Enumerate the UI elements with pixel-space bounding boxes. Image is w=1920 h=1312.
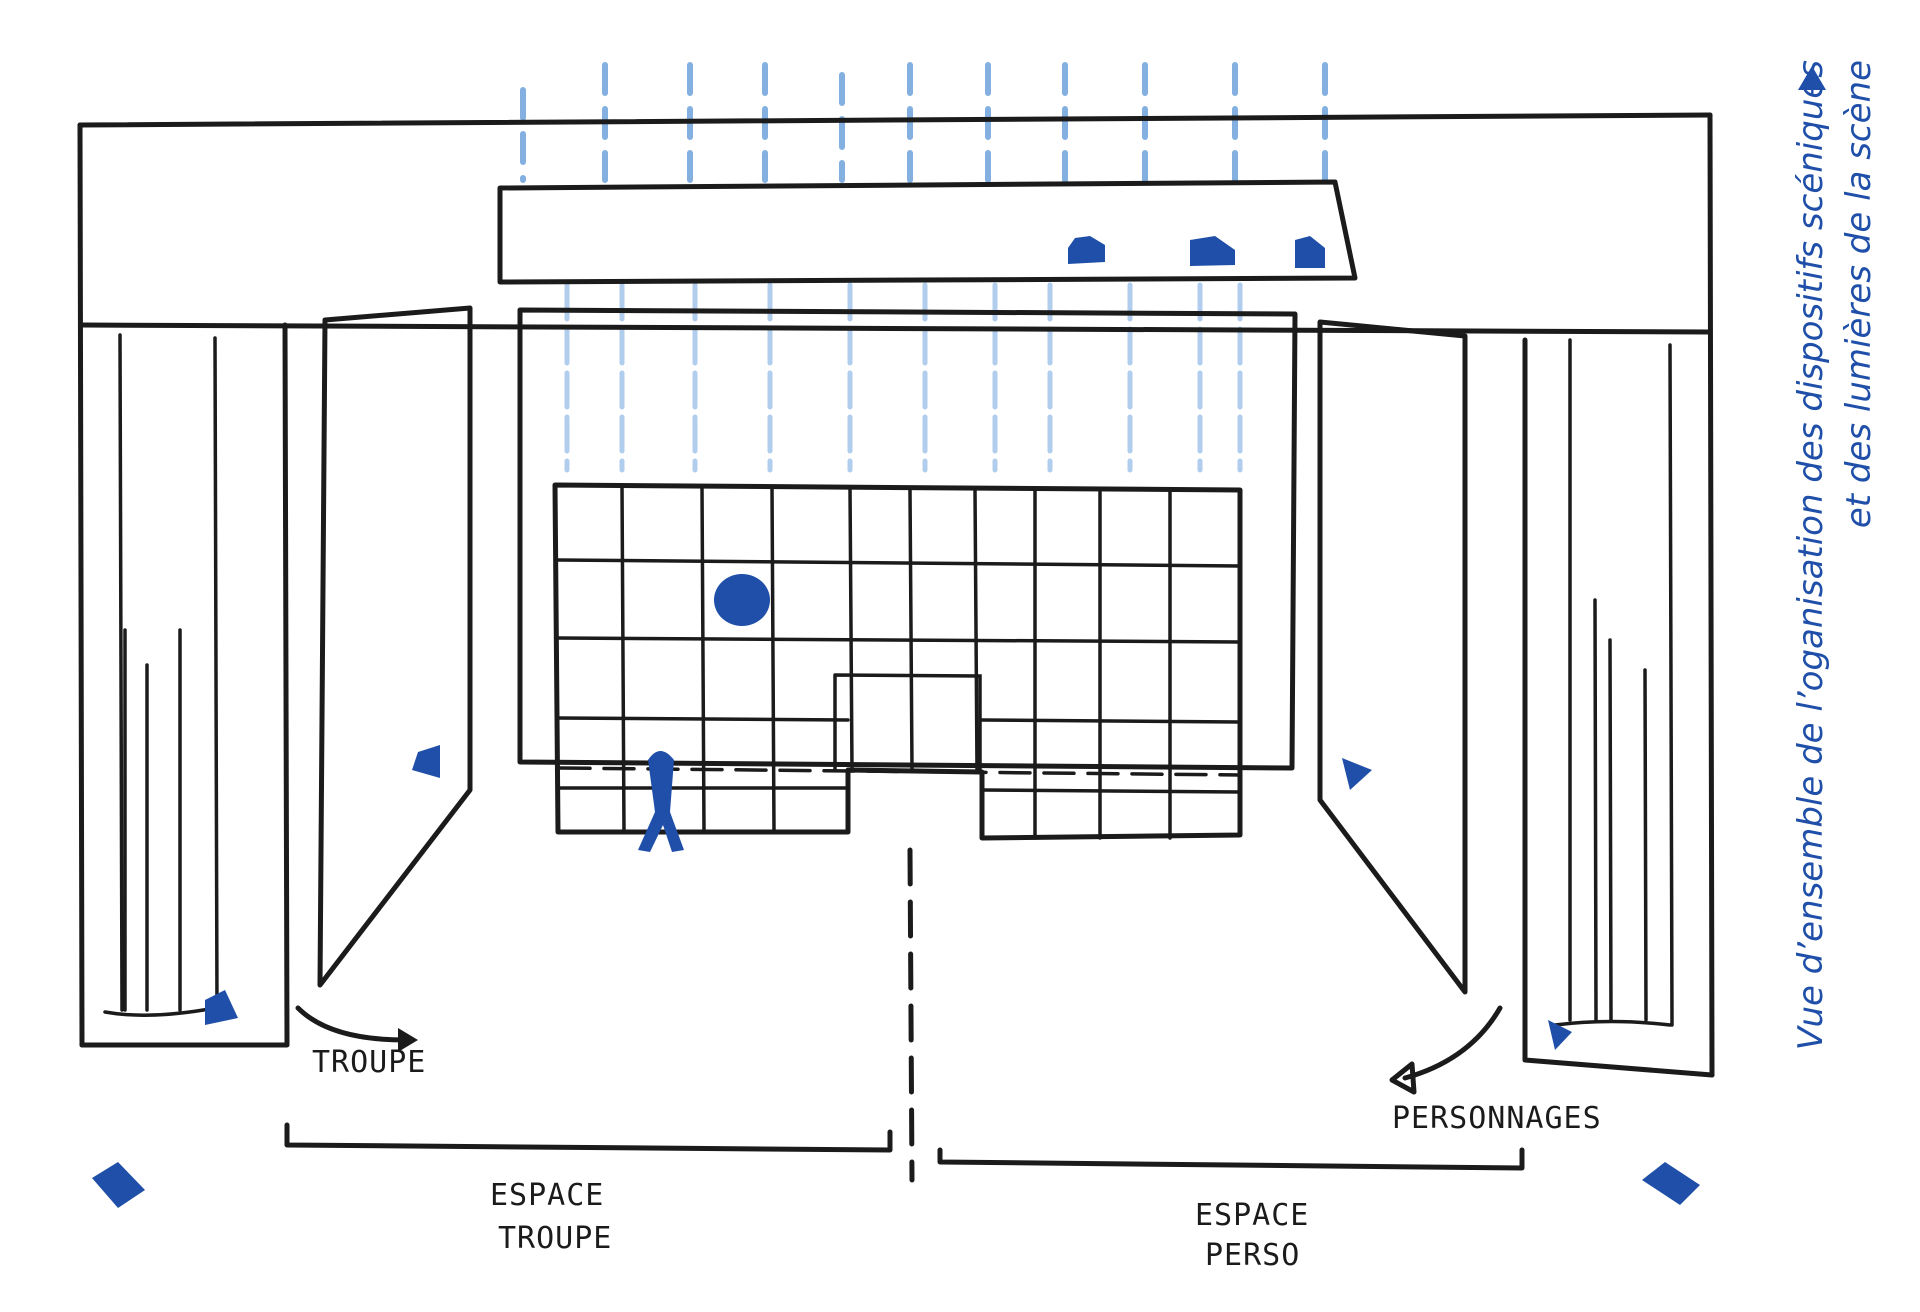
left-wing-curtain xyxy=(123,628,182,1012)
projector-icon xyxy=(1295,236,1325,268)
projector-icon xyxy=(1642,1162,1700,1205)
stage-front-line xyxy=(558,766,1242,777)
caption: Vue d’ensemble de l’oganisation des disp… xyxy=(1787,60,1897,1210)
arrow-head-icon xyxy=(398,1028,418,1052)
label-espace-perso-1: ESPACE xyxy=(1195,1198,1309,1233)
personnages-arrow xyxy=(1402,1005,1503,1081)
projector-icon xyxy=(1068,236,1105,264)
left-wing-curtain xyxy=(118,333,219,1012)
right-wing-curtain xyxy=(1553,1019,1672,1027)
projector-icon xyxy=(1190,236,1235,266)
back-wall xyxy=(517,307,1298,771)
frame-top xyxy=(77,112,1713,128)
light-bar-outline xyxy=(497,179,1358,285)
right-flat xyxy=(1317,319,1468,995)
troupe-arrow xyxy=(295,1005,408,1043)
light-bar xyxy=(497,179,1358,285)
frame-right xyxy=(1707,112,1715,1078)
projector-icon xyxy=(1548,1020,1572,1050)
frame-lintel xyxy=(79,322,1713,335)
arrows xyxy=(295,1005,1503,1095)
caption-line-1: Vue d’ensemble de l’oganisation des disp… xyxy=(1791,60,1831,1051)
label-personnages: PERSONNAGES xyxy=(1392,1101,1602,1136)
label-espace-perso-2: PERSO xyxy=(1205,1238,1300,1273)
arrow-head-icon xyxy=(1389,1061,1417,1095)
light-beams xyxy=(520,62,1328,473)
caption-line-2: et des lumières de la scène xyxy=(1839,60,1879,529)
espace-perso-bracket xyxy=(937,1147,1525,1171)
label-troupe: TROUPE xyxy=(312,1045,426,1080)
projector-icon xyxy=(205,990,238,1025)
grid-platform xyxy=(552,482,1243,852)
center-divider xyxy=(907,847,915,1183)
figure-icon xyxy=(638,751,684,852)
brackets xyxy=(284,1122,1525,1171)
grid-lines xyxy=(556,558,1242,794)
label-espace-troupe-2: TROUPE xyxy=(498,1221,612,1256)
projector-icon xyxy=(412,745,440,778)
left-wing xyxy=(79,322,290,1048)
right-wing-curtain xyxy=(1568,338,1674,1027)
label-espace-troupe-1: ESPACE xyxy=(490,1178,604,1213)
right-wing-curtain xyxy=(1593,598,1648,1022)
frame-left xyxy=(77,122,85,1048)
grid-step xyxy=(833,673,982,772)
projector-icon xyxy=(1342,758,1372,790)
grid-lines xyxy=(620,483,1172,840)
side-flats xyxy=(317,305,1468,995)
right-wing xyxy=(1522,337,1715,1078)
left-flat xyxy=(317,305,473,988)
triangle-up-icon xyxy=(1798,66,1826,90)
projector-icon xyxy=(92,1162,145,1208)
left-wing-curtain xyxy=(103,1006,217,1017)
proscenium-frame xyxy=(77,112,1715,1078)
caption-rotated: Vue d’ensemble de l’oganisation des disp… xyxy=(1787,60,1897,1210)
espace-troupe-bracket xyxy=(284,1122,893,1153)
projector-icon xyxy=(714,574,770,626)
